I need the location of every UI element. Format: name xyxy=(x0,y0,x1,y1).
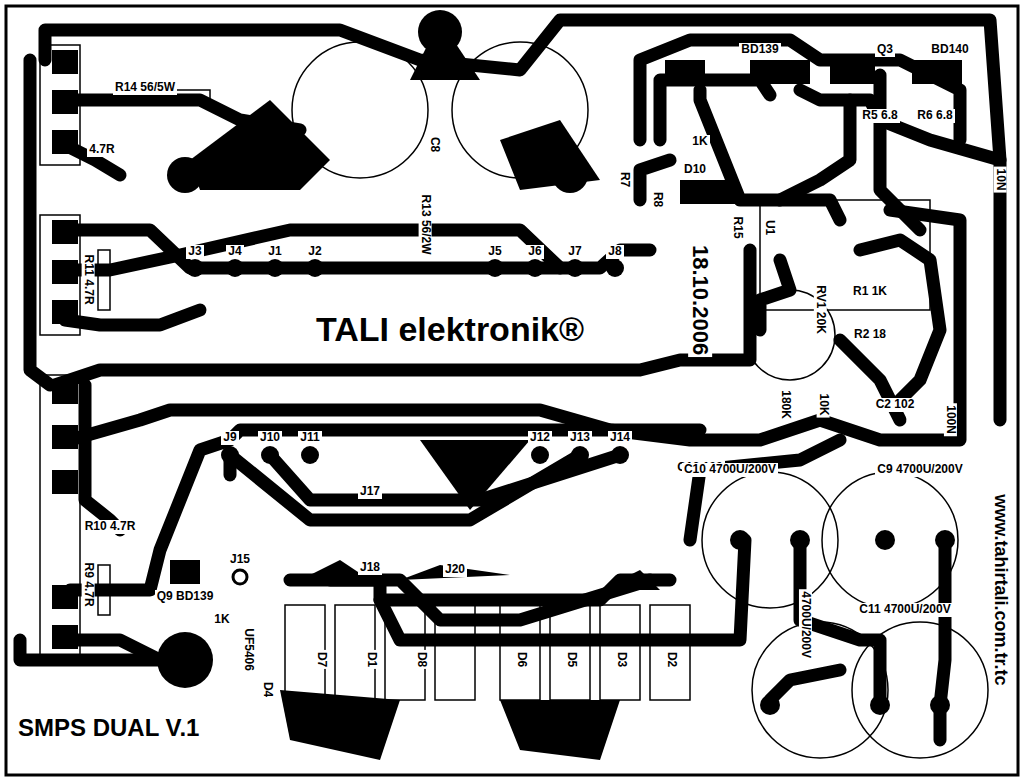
part-label: J9 xyxy=(221,431,238,444)
part-label: J2 xyxy=(306,245,323,258)
part-label: D8 xyxy=(415,650,428,669)
part-label: R14 56/5W xyxy=(113,81,177,94)
part-label: D3 xyxy=(615,650,628,669)
part-label: J20 xyxy=(443,563,467,576)
part-label: R11 4.7R xyxy=(81,253,94,307)
part-label: D5 xyxy=(565,650,578,669)
part-label: R6 6.8 xyxy=(915,109,954,122)
part-label: C10 4700U/200V xyxy=(682,463,778,476)
part-label: R1 1K xyxy=(851,285,889,298)
part-label: R9 4.7R xyxy=(81,561,94,609)
part-label: 100N xyxy=(943,404,956,437)
part-label: R8 xyxy=(651,190,664,209)
part-label: J11 xyxy=(298,431,321,444)
part-label: Q9 BD139 xyxy=(155,590,216,603)
part-label: 10K xyxy=(816,392,829,418)
part-label: J7 xyxy=(566,245,583,258)
part-label: 180K xyxy=(778,389,791,422)
part-label: J15 xyxy=(228,553,252,566)
part-label: J4 xyxy=(226,245,243,258)
part-label: J8 xyxy=(606,245,623,258)
part-label: Q3 xyxy=(875,43,895,56)
part-label: R15 xyxy=(730,215,743,241)
part-label: C8 xyxy=(428,135,441,154)
part-label: J13 xyxy=(568,431,592,444)
part-label: UF5406 xyxy=(241,627,254,674)
board-text: www.tahirtali.com.tr.tc xyxy=(990,492,1010,687)
part-label: R7 xyxy=(618,170,631,189)
part-label: J17 xyxy=(358,485,382,498)
board-title: SMPS DUAL V.1 xyxy=(16,715,201,741)
part-label: BD139 xyxy=(739,43,780,56)
part-label: J5 xyxy=(486,245,503,258)
part-label: D4 xyxy=(261,680,274,699)
part-label: J1 xyxy=(266,245,283,258)
part-label: 4.7R xyxy=(87,143,116,156)
part-label: J12 xyxy=(528,431,552,444)
part-label: RV1 20K xyxy=(813,284,826,336)
part-label: 4700U/200V xyxy=(798,590,811,661)
part-label: R2 18 xyxy=(852,328,888,341)
part-label: R5 6.8 xyxy=(860,109,899,122)
part-label: U1 xyxy=(763,218,776,237)
part-label: J18 xyxy=(358,561,382,574)
part-label: D1 xyxy=(365,650,378,669)
part-label: 1K xyxy=(690,135,709,148)
part-label: D10 xyxy=(682,163,708,176)
part-label: C2 102 xyxy=(874,398,917,411)
part-label: 10N xyxy=(993,167,1006,193)
part-label: C11 4700U/200V xyxy=(857,603,952,616)
part-label: J6 xyxy=(526,245,543,258)
part-label: J3 xyxy=(186,245,203,258)
part-label: C9 4700U/200V xyxy=(875,463,964,476)
board-text: 18.10.2006 xyxy=(688,243,712,357)
part-label: D7 xyxy=(315,650,328,669)
part-label: D6 xyxy=(515,650,528,669)
part-label: BD140 xyxy=(929,43,970,56)
part-label: 1K xyxy=(212,613,231,626)
board-text: TALI elektronik® xyxy=(314,311,586,348)
part-label: J10 xyxy=(258,431,282,444)
part-label: J14 xyxy=(608,431,632,444)
part-label: D2 xyxy=(665,650,678,669)
part-label: R10 4.7R xyxy=(83,520,138,533)
part-label: R13 56/2W xyxy=(418,193,431,257)
